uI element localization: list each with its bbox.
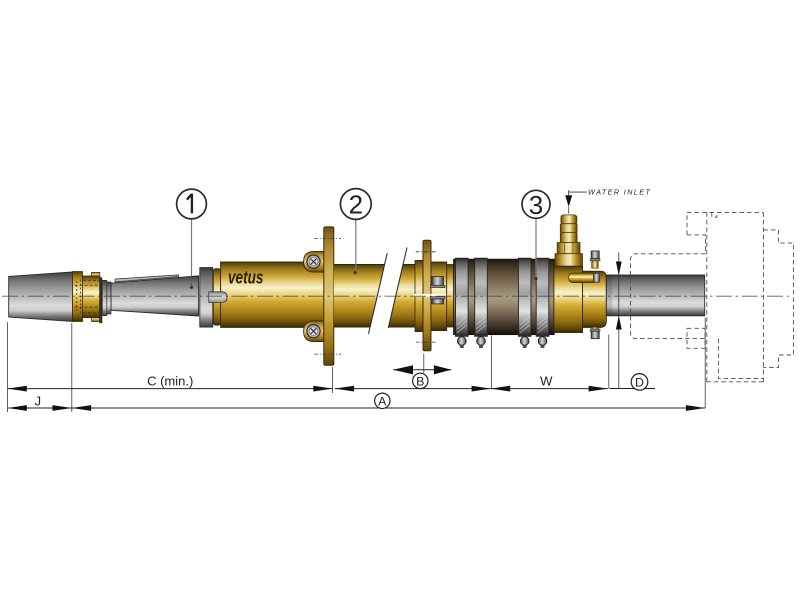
svg-text:WATER INLET: WATER INLET: [588, 188, 651, 197]
svg-text:C (min.): C (min.): [147, 373, 193, 388]
svg-text:3: 3: [529, 190, 543, 220]
svg-text:vetus: vetus: [228, 267, 264, 287]
svg-text:D: D: [635, 375, 644, 389]
svg-text:B: B: [416, 374, 424, 388]
svg-text:W: W: [540, 374, 553, 389]
svg-text:2: 2: [349, 190, 363, 220]
svg-text:A: A: [378, 394, 387, 408]
svg-text:J: J: [35, 393, 42, 408]
